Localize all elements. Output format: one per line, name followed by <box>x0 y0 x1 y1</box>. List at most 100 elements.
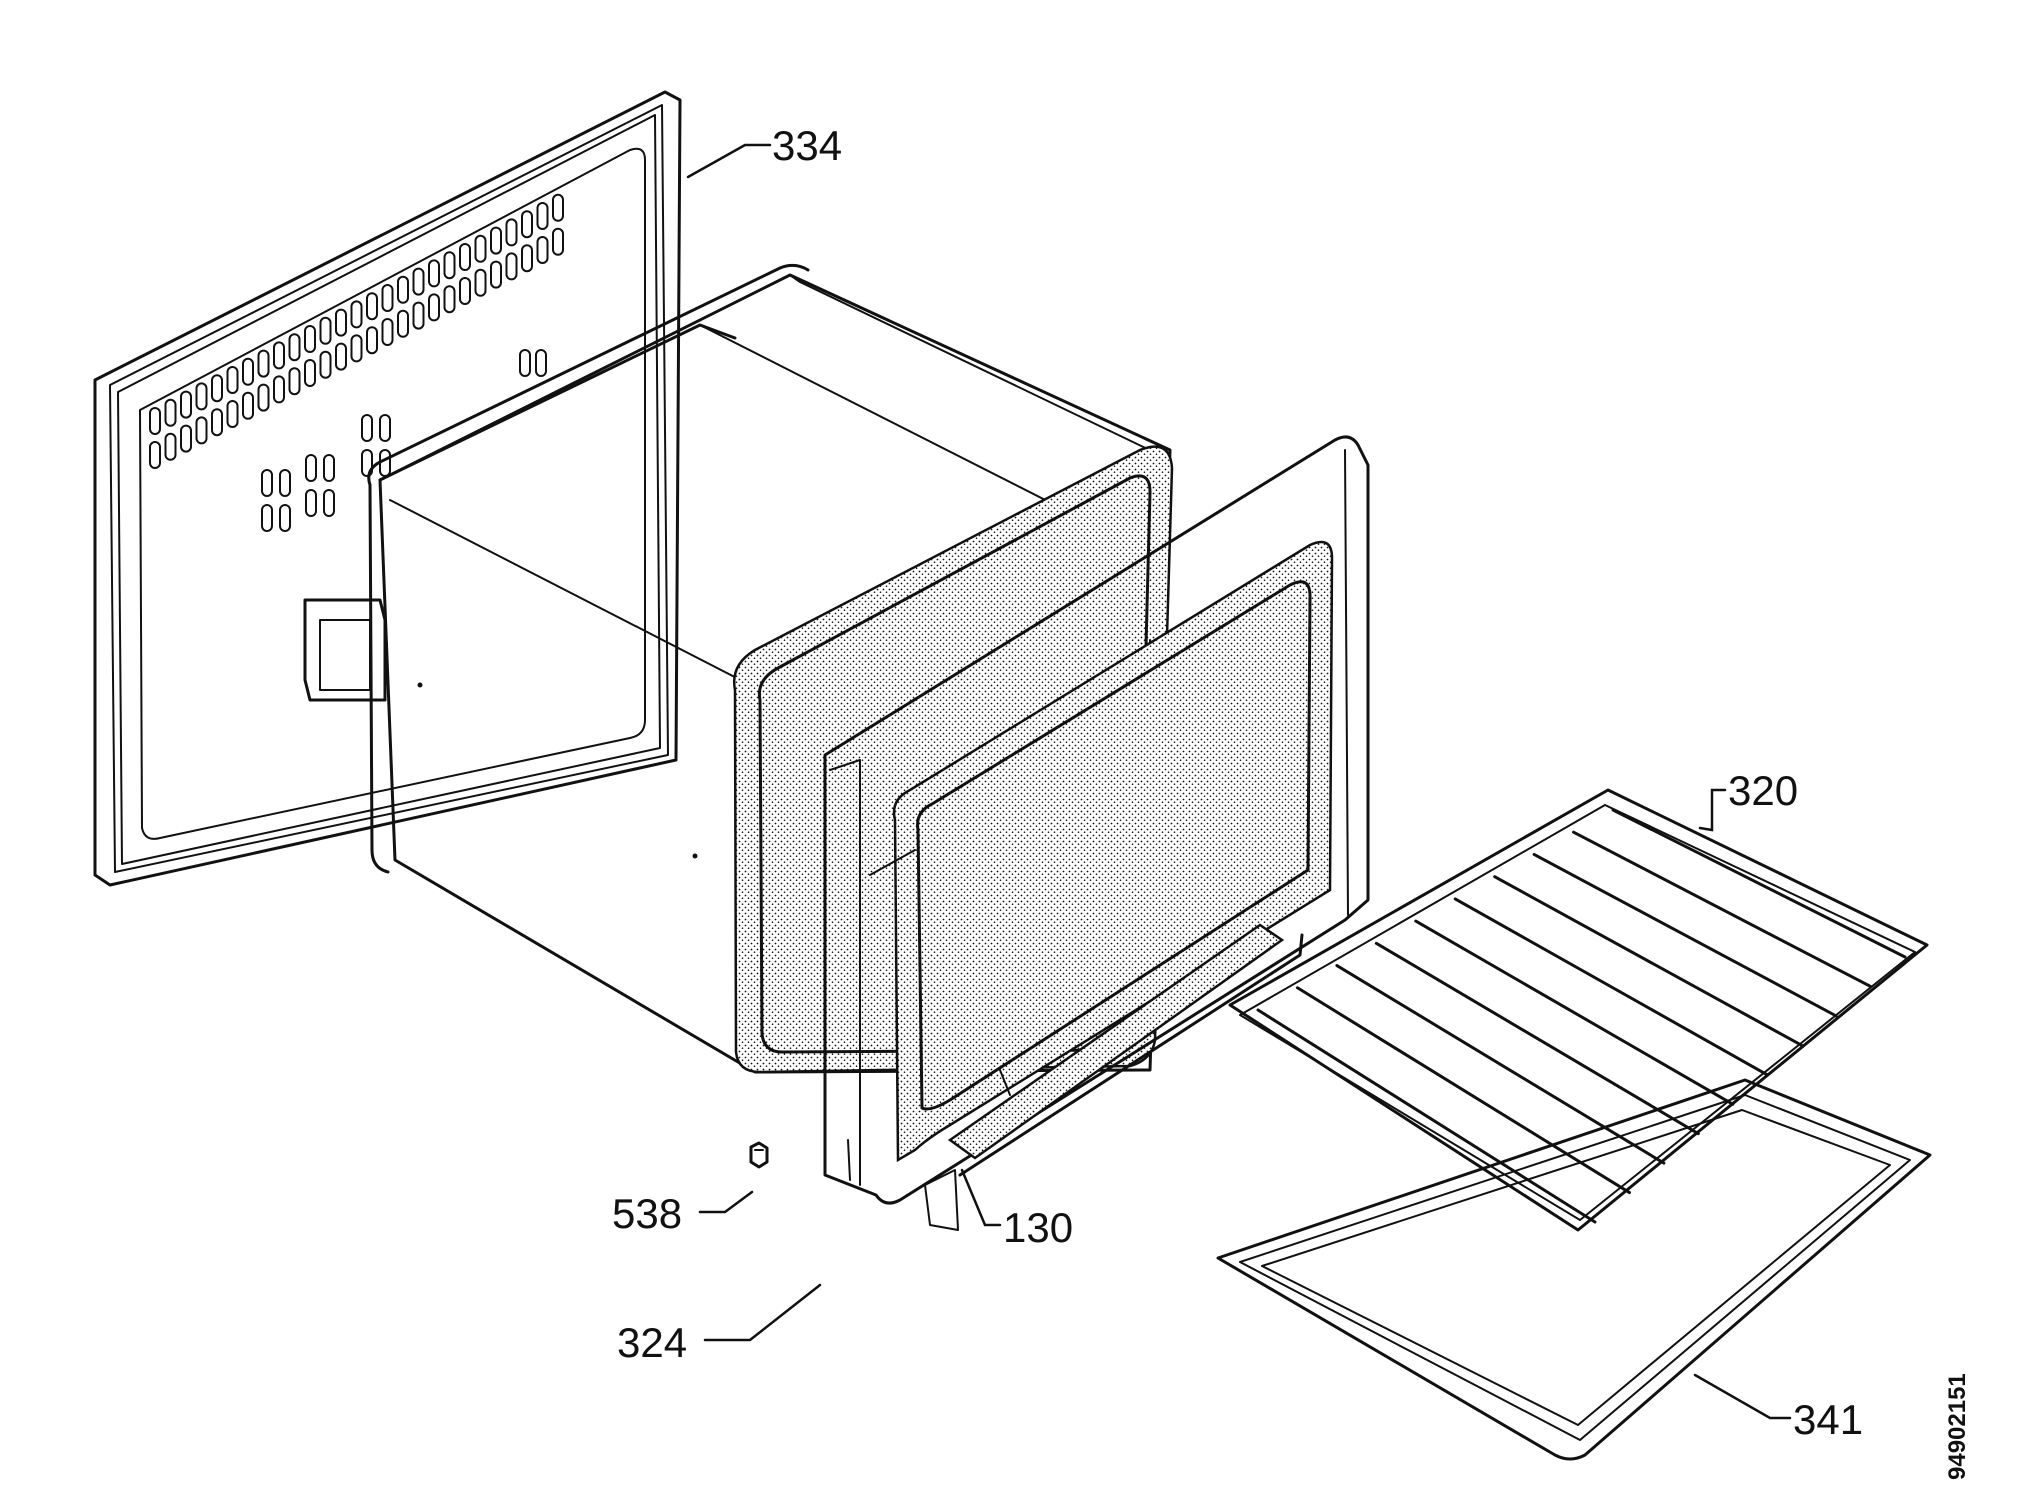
drawing-number: 94902151 <box>1944 1373 1971 1480</box>
vent-slot <box>335 342 347 371</box>
vent-slot <box>366 292 378 321</box>
vent-slot <box>273 375 285 404</box>
vent-slot <box>381 318 394 346</box>
shelf-wire <box>1572 830 1873 988</box>
vent-slot <box>323 489 335 517</box>
leader-334 <box>686 143 772 179</box>
vent-slot <box>428 293 440 322</box>
front-frame <box>823 435 1370 1231</box>
vent-slot <box>521 244 533 273</box>
vent-slot <box>304 359 316 387</box>
vent-slot <box>381 284 394 312</box>
shelf-wire <box>1453 897 1769 1077</box>
shelf-wire <box>1532 852 1838 1018</box>
leader-130 <box>960 1168 1002 1227</box>
vent-slot <box>305 454 317 482</box>
shelf-wire <box>1414 919 1735 1106</box>
vent-slot <box>164 432 177 461</box>
vent-slot <box>361 449 373 477</box>
vent-slot <box>149 441 161 469</box>
vent-slot <box>273 341 285 370</box>
shelf-wire <box>1493 875 1804 1047</box>
vent-slot <box>279 504 291 532</box>
wire-shelf <box>1228 788 1929 1232</box>
shelf-wire <box>1611 808 1907 959</box>
vent-slot <box>535 349 547 377</box>
vent-slot <box>180 424 192 453</box>
vent-slot <box>350 300 363 329</box>
callout-334: 334 <box>772 122 842 169</box>
vent-slot <box>366 326 378 355</box>
vent-slot <box>164 398 177 427</box>
vent-slot <box>288 367 301 396</box>
vent-slot <box>521 210 533 239</box>
callout-324: 324 <box>617 1319 687 1366</box>
back-panel <box>93 90 682 887</box>
vent-slot <box>412 267 425 296</box>
vent-slot <box>226 366 239 394</box>
vent-slot <box>257 383 270 412</box>
vent-slot <box>536 236 549 264</box>
vent-slot <box>242 391 254 420</box>
vent-slot <box>459 243 471 271</box>
shelf-wire <box>1335 964 1666 1165</box>
vent-slot <box>490 226 502 255</box>
vent-slot <box>335 308 347 337</box>
vent-slots <box>149 193 564 532</box>
vent-slot <box>412 301 425 330</box>
vent-slot <box>261 504 273 532</box>
leader-538 <box>698 1190 754 1214</box>
shelf-wire <box>1295 986 1631 1195</box>
shelf-wires <box>1256 808 1907 1224</box>
vent-slot <box>242 357 254 386</box>
vent-slot <box>305 489 317 517</box>
vent-slot <box>211 374 223 403</box>
shelf-wire <box>1256 1008 1597 1224</box>
vent-slot <box>350 334 363 363</box>
clip-part <box>749 1141 769 1169</box>
callout-341: 341 <box>1793 1396 1863 1443</box>
callout-320: 320 <box>1728 767 1798 814</box>
vent-slot <box>195 416 208 445</box>
vent-slot <box>304 325 316 353</box>
vent-slot <box>211 408 223 437</box>
vent-slot <box>195 382 208 411</box>
vent-slot <box>459 277 471 305</box>
shelf-wire <box>1374 941 1700 1136</box>
vent-slot <box>474 234 487 263</box>
vent-slot <box>552 193 564 222</box>
vent-slot <box>428 259 440 288</box>
vent-slot <box>505 252 518 281</box>
vent-slot <box>279 469 291 497</box>
vent-slot <box>379 414 391 442</box>
vent-slot <box>379 449 391 477</box>
vent-slot <box>397 275 409 304</box>
vent-slot <box>519 349 531 377</box>
vent-slot <box>323 454 335 482</box>
vent-slot <box>226 400 239 428</box>
leader-320 <box>1698 788 1727 832</box>
vent-slot <box>552 227 564 256</box>
vent-slot <box>319 350 332 379</box>
vent-slot <box>536 202 549 230</box>
callout-538: 538 <box>612 1190 682 1237</box>
vent-slot <box>257 349 270 378</box>
vent-slot <box>180 390 192 419</box>
vent-slot <box>149 407 161 435</box>
vent-slot <box>319 316 332 345</box>
vent-slot <box>443 285 456 314</box>
oven-cavity <box>367 263 1172 1074</box>
leader-324 <box>703 1283 822 1342</box>
baking-tray <box>1216 1078 1932 1461</box>
vent-slot <box>474 268 487 297</box>
vent-slot <box>361 414 373 442</box>
leader-341 <box>1693 1373 1792 1420</box>
vent-slot <box>288 333 301 362</box>
callout-130: 130 <box>1003 1204 1073 1251</box>
vent-slot <box>505 218 518 247</box>
vent-slot <box>490 260 502 289</box>
vent-slot <box>443 251 456 280</box>
vent-slot <box>261 469 273 497</box>
vent-slot <box>397 309 409 338</box>
